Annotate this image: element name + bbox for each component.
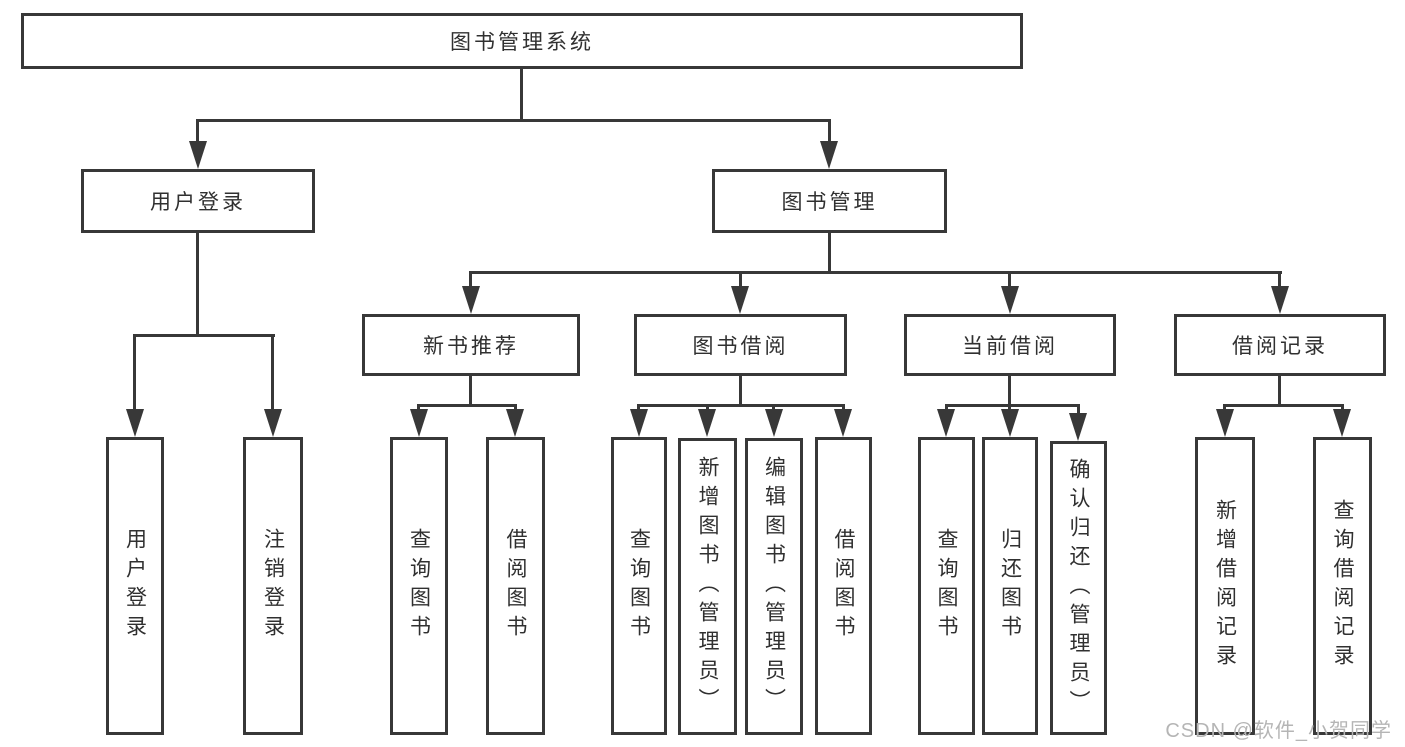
connector-line bbox=[828, 119, 831, 151]
connector-line bbox=[828, 233, 831, 274]
leaf-label: 查询借阅记录 bbox=[1331, 499, 1354, 673]
arrow-down-icon bbox=[630, 409, 648, 437]
connector-line bbox=[637, 404, 845, 407]
leaf-query-books-borrowing: 查询图书 bbox=[611, 437, 667, 735]
connector-line bbox=[133, 334, 136, 416]
connector-line bbox=[1278, 376, 1281, 407]
leaf-label: 确认归还（管理员） bbox=[1067, 457, 1090, 719]
arrow-down-icon bbox=[126, 409, 144, 437]
leaf-edit-book-admin: 编辑图书（管理员） bbox=[745, 438, 803, 735]
leaf-label: 借阅图书 bbox=[504, 528, 527, 644]
arrow-down-icon bbox=[834, 409, 852, 437]
node-borrowing-records: 借阅记录 bbox=[1174, 314, 1386, 376]
node-label: 当前借阅 bbox=[962, 335, 1058, 358]
leaf-logout: 注销登录 bbox=[243, 437, 303, 735]
arrow-down-icon bbox=[1001, 286, 1019, 314]
node-current-borrowing: 当前借阅 bbox=[904, 314, 1116, 376]
arrow-down-icon bbox=[462, 286, 480, 314]
node-book-management: 图书管理 bbox=[712, 169, 947, 233]
connector-line bbox=[469, 271, 472, 293]
arrow-down-icon bbox=[1069, 413, 1087, 441]
node-label: 图书借阅 bbox=[692, 335, 789, 358]
connector-line bbox=[1223, 404, 1344, 407]
leaf-label: 借阅图书 bbox=[832, 528, 855, 644]
connector-line bbox=[196, 119, 831, 122]
leaf-label: 注销登录 bbox=[261, 528, 285, 644]
leaf-borrow-books-borrowing: 借阅图书 bbox=[815, 437, 872, 735]
node-new-book-recommendation: 新书推荐 bbox=[362, 314, 580, 376]
leaf-label: 新增借阅记录 bbox=[1213, 499, 1237, 673]
connector-line bbox=[196, 119, 199, 151]
arrow-down-icon bbox=[731, 286, 749, 314]
node-label: 借阅记录 bbox=[1232, 335, 1328, 358]
node-book-borrowing: 图书借阅 bbox=[634, 314, 847, 376]
connector-line bbox=[1077, 404, 1080, 418]
arrow-down-icon bbox=[189, 141, 207, 169]
leaf-return-books: 归还图书 bbox=[982, 437, 1038, 735]
node-user-login: 用户登录 bbox=[81, 169, 315, 233]
connector-line bbox=[469, 376, 472, 407]
connector-line bbox=[196, 233, 199, 337]
connector-line bbox=[945, 404, 1080, 407]
arrow-down-icon bbox=[698, 409, 716, 437]
connector-line bbox=[520, 69, 523, 122]
arrow-down-icon bbox=[264, 409, 282, 437]
leaf-confirm-return-admin: 确认归还（管理员） bbox=[1050, 441, 1107, 735]
arrow-down-icon bbox=[506, 409, 524, 437]
leaf-label: 用户登录 bbox=[123, 528, 147, 644]
leaf-label: 查询图书 bbox=[935, 528, 958, 644]
leaf-borrow-books-recommend: 借阅图书 bbox=[486, 437, 545, 735]
connector-line bbox=[739, 271, 742, 293]
connector-line bbox=[1008, 271, 1011, 293]
leaf-add-borrow-record: 新增借阅记录 bbox=[1195, 437, 1255, 735]
arrow-down-icon bbox=[1271, 286, 1289, 314]
leaf-label: 归还图书 bbox=[998, 528, 1022, 644]
connector-line bbox=[133, 334, 275, 337]
connector-line bbox=[1008, 376, 1011, 407]
leaf-label: 查询图书 bbox=[407, 528, 431, 644]
node-label: 图书管理系统 bbox=[450, 31, 594, 54]
connector-line bbox=[469, 271, 1282, 274]
arrow-down-icon bbox=[1216, 409, 1234, 437]
arrow-down-icon bbox=[765, 409, 783, 437]
connector-line bbox=[1278, 271, 1281, 293]
node-label: 图书管理 bbox=[781, 191, 878, 214]
leaf-label: 查询图书 bbox=[627, 528, 651, 644]
arrow-down-icon bbox=[1333, 409, 1351, 437]
node-label: 新书推荐 bbox=[423, 335, 519, 358]
node-library-management-system: 图书管理系统 bbox=[21, 13, 1023, 69]
leaf-label: 编辑图书（管理员） bbox=[762, 456, 786, 717]
arrow-down-icon bbox=[937, 409, 955, 437]
leaf-query-borrow-record: 查询借阅记录 bbox=[1313, 437, 1372, 735]
csdn-watermark: CSDN @软件_小贺同学 bbox=[1165, 720, 1392, 742]
leaf-user-login: 用户登录 bbox=[106, 437, 164, 735]
leaf-add-book-admin: 新增图书（管理员） bbox=[678, 438, 737, 735]
leaf-label: 新增图书（管理员） bbox=[696, 456, 719, 717]
arrow-down-icon bbox=[1001, 409, 1019, 437]
connector-line bbox=[417, 404, 517, 407]
leaf-query-books-recommend: 查询图书 bbox=[390, 437, 448, 735]
node-label: 用户登录 bbox=[150, 191, 246, 214]
arrow-down-icon bbox=[820, 141, 838, 169]
connector-line bbox=[739, 376, 742, 407]
leaf-query-books-current: 查询图书 bbox=[918, 437, 975, 735]
connector-line bbox=[271, 334, 274, 416]
arrow-down-icon bbox=[410, 409, 428, 437]
